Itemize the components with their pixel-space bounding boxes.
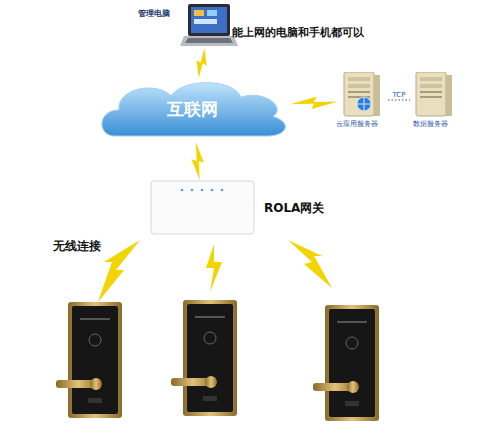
wireless-bolt [206,244,222,292]
note-label: 能上网的电脑和手机都可以 [232,25,364,40]
server-shape [338,72,388,128]
gateway-shape [150,180,255,235]
lightning-bolt [290,97,338,109]
door-lock [56,302,122,418]
internet-cloud: 互联网 [95,78,290,142]
wireless-bolt [288,240,332,288]
node-label: ROLA网关 [264,200,324,217]
laptop-shape [180,2,238,48]
data-server: 数据服务器 [410,72,456,128]
note-label: 无线连接 [53,238,101,255]
dotted-link [388,100,410,101]
node-label: 数据服务器 [413,119,448,129]
lightning-bolt [197,48,207,78]
node-label: 互联网 [167,98,218,121]
connector [290,97,338,109]
node-label: 云应用服务器 [336,119,378,129]
management-computer: 管理电脑 [180,2,238,48]
connector [388,100,410,101]
node-label: 管理电脑 [138,8,170,19]
edge-label: TCP [393,91,406,99]
rola-gateway: ROLA网关 [150,180,255,235]
connector [197,48,207,78]
wireless-bolt [98,240,140,302]
server-shape [410,72,456,128]
app-server: 云应用服务器 [338,72,388,128]
door-lock [313,305,379,421]
lightning-bolt [192,142,204,180]
door-lock [171,300,237,416]
connector [192,142,204,180]
